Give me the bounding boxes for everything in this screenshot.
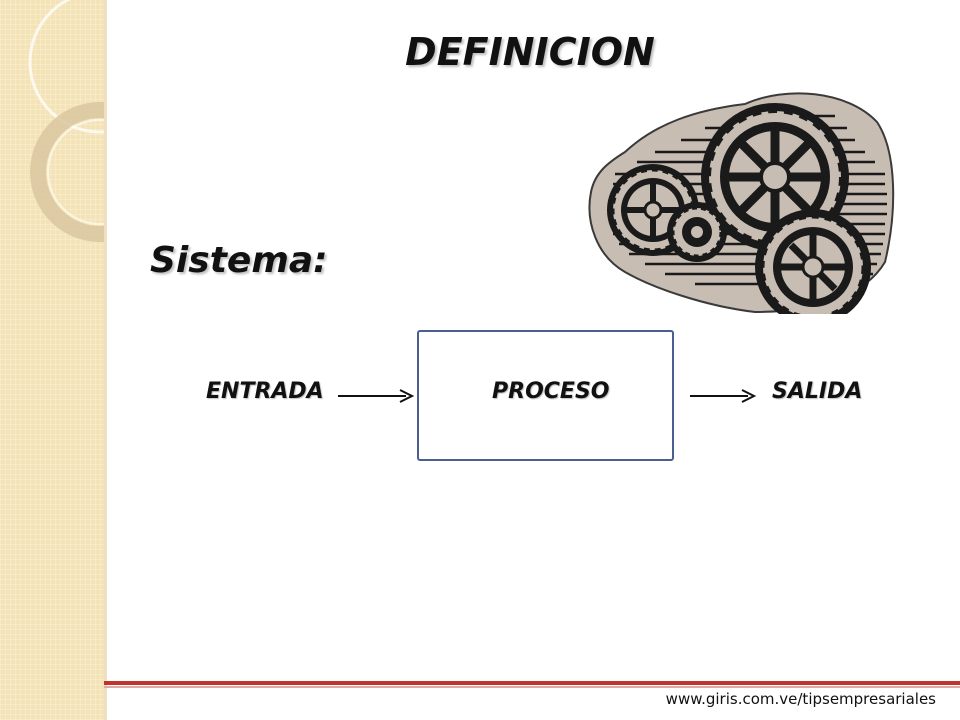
slide-subtitle: Sistema: [150,240,328,281]
side-panel-border [104,0,107,720]
footer-url: www.giris.com.ve/tipsempresariales [665,690,936,708]
process-box [417,330,674,461]
side-decoration-panel [0,0,104,720]
input-label: ENTRADA [206,379,324,404]
footer-divider [104,681,960,685]
output-label: SALIDA [772,379,863,404]
decorative-circles [28,0,104,242]
process-label: PROCESO [492,379,610,404]
footer-divider-accent [104,686,960,688]
arrow-right-icon [338,389,415,403]
slide-title: DEFINICION [405,30,655,74]
gears-illustration [588,92,895,314]
arrow-right-icon [690,389,757,403]
